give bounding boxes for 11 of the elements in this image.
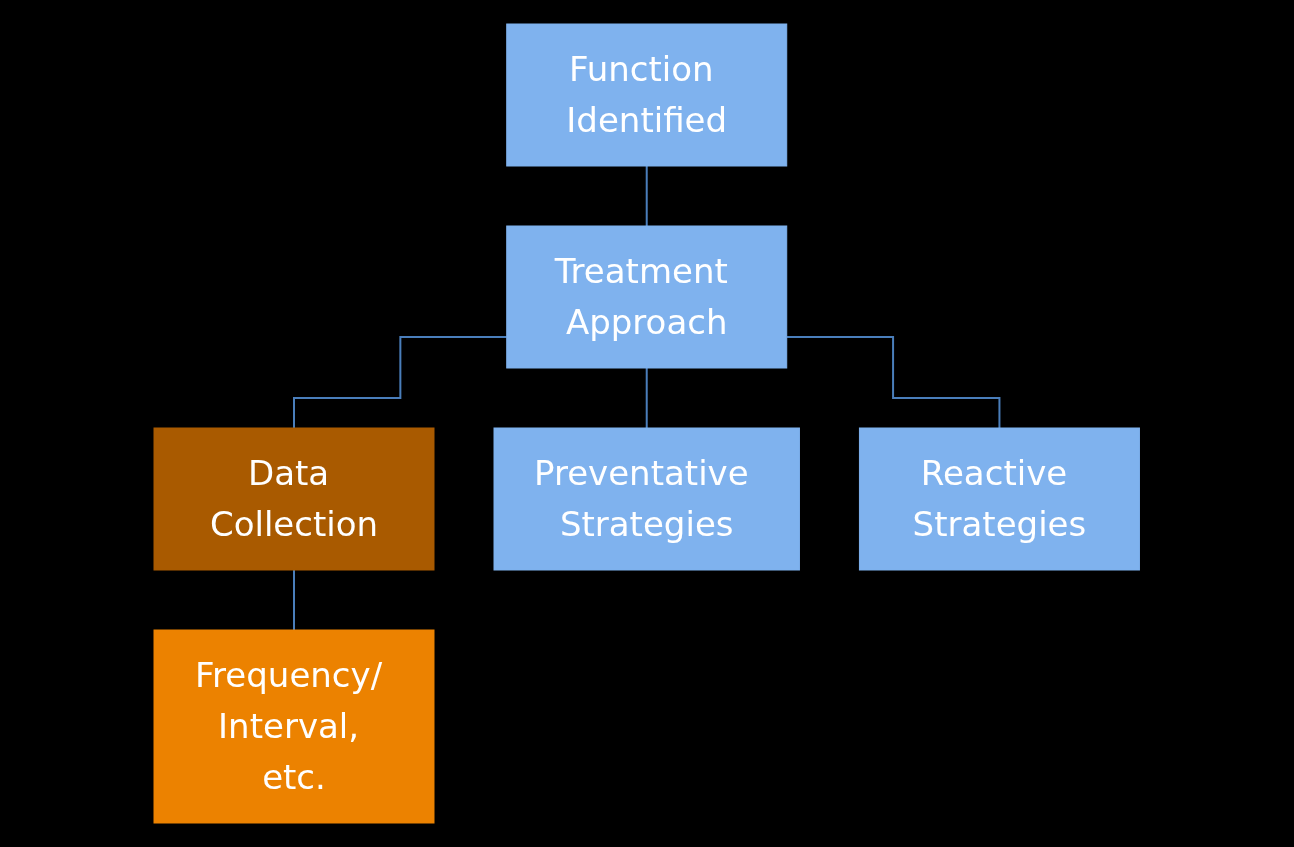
node-box: Function Identified: [506, 23, 788, 167]
node-box: Data Collection: [153, 427, 435, 571]
node-box: Preventative Strategies: [493, 427, 801, 571]
node-box: Reactive Strategies: [859, 427, 1141, 571]
node-box: Frequency/ Interval, etc.: [153, 629, 435, 824]
node-box: Treatment Approach: [506, 225, 788, 369]
connector: [646, 165, 648, 227]
connector: [646, 367, 648, 429]
connector: [293, 336, 508, 429]
connector: [293, 569, 296, 631]
connector: [786, 336, 1001, 429]
